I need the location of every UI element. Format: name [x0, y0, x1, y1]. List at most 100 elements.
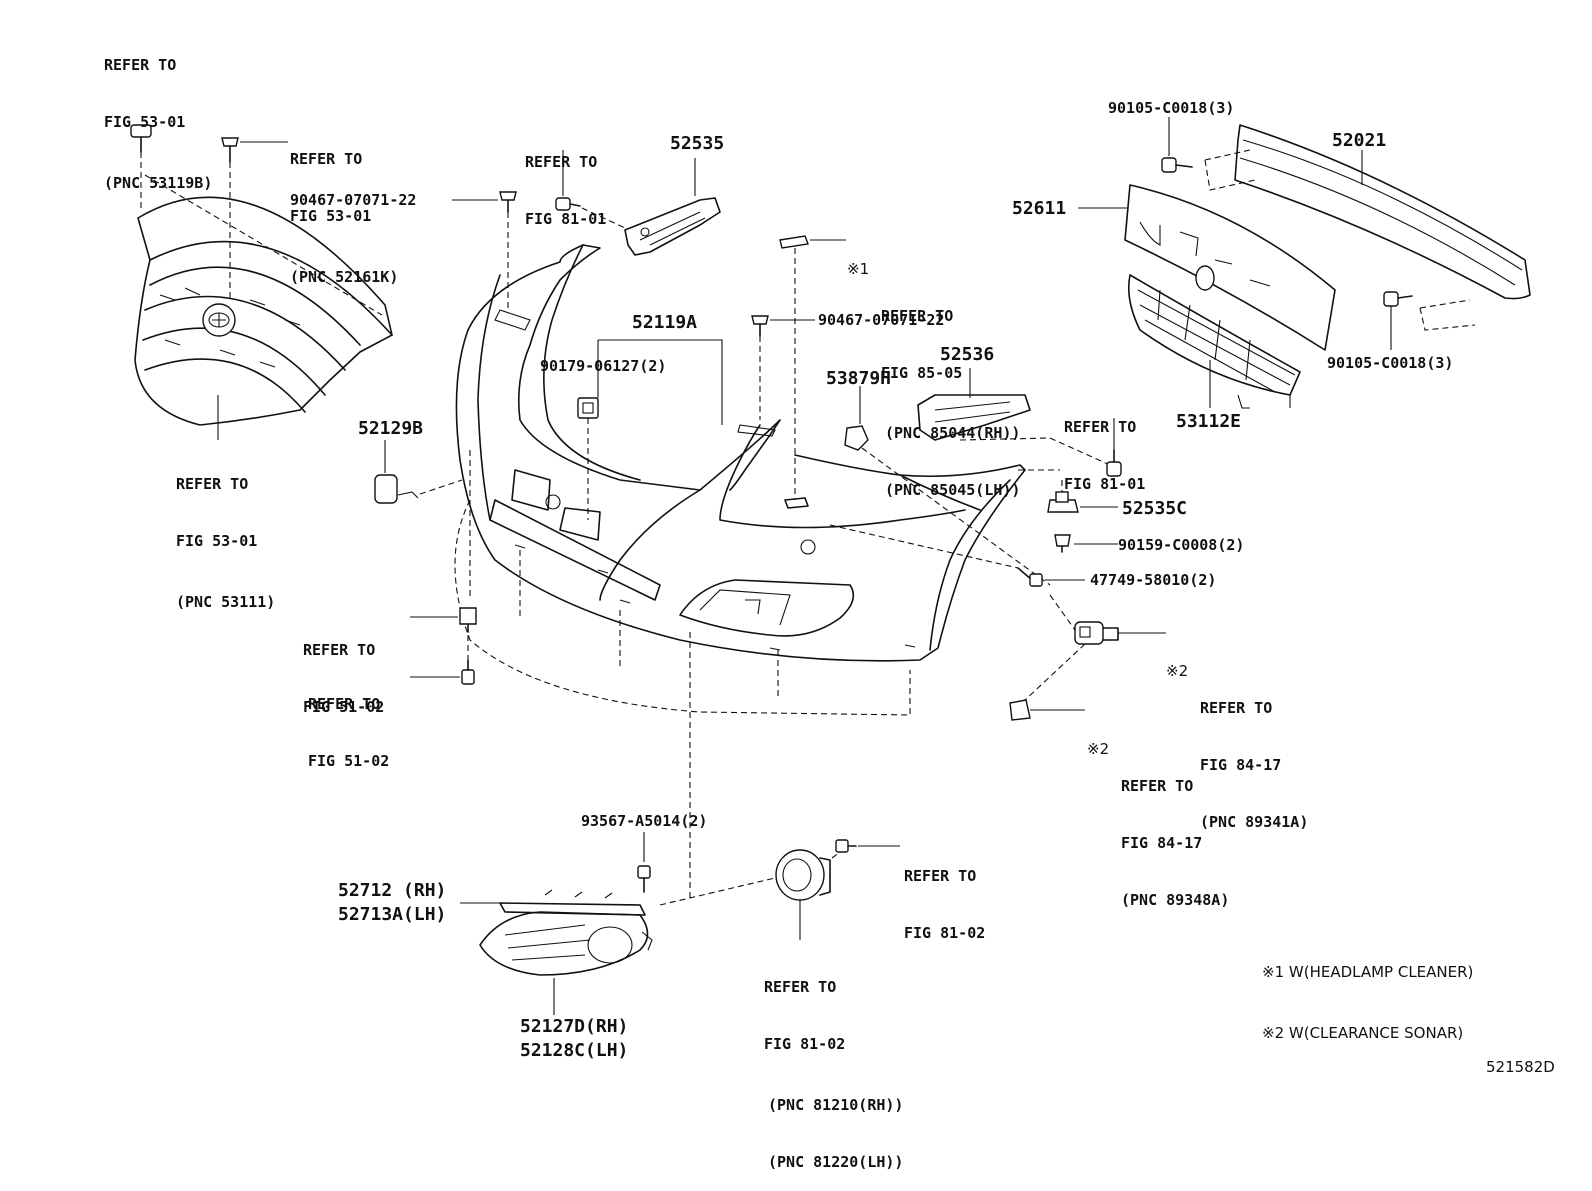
- label-52611: 52611: [1012, 198, 1067, 219]
- fog-lamp-bezel-52127D: [479, 911, 653, 976]
- label-refer-84-17-b: ※2 REFER TO FIG 84-17 (PNC 89348A): [1087, 682, 1229, 967]
- label-52712: 52712 (RH): [338, 880, 447, 901]
- label-refer-81-01-top: REFER TO FIG 81-01: [525, 115, 606, 248]
- label-line: REFER TO: [290, 150, 363, 168]
- label-52021: 52021: [1332, 130, 1387, 151]
- label-90179: 90179-06127(2): [540, 357, 667, 375]
- radiator-grille: [134, 196, 393, 426]
- retainer-52535C: [1018, 469, 1079, 513]
- front-bumper-cover: [455, 244, 1026, 662]
- label-line: REFER TO: [525, 153, 598, 171]
- lower-grille-53112E: [1127, 274, 1301, 409]
- clip-51-02-a: [459, 607, 477, 633]
- label-line: REFER TO: [1121, 777, 1194, 795]
- label-52127D: 52127D(RH): [520, 1016, 629, 1037]
- sonar-sensor-89341A: [1024, 594, 1119, 701]
- label-line: FIG 81-02: [764, 1035, 846, 1053]
- screw-93567: [637, 865, 651, 893]
- label-52713A: 52713A(LH): [338, 904, 447, 925]
- screw-47749: [829, 524, 1043, 587]
- label-line: REFER TO: [1064, 418, 1137, 436]
- legend-item-2: ※2 W(CLEARANCE SONAR): [1262, 1024, 1464, 1042]
- label-90105-bottom: 90105-C0018(3): [1327, 354, 1454, 372]
- label-refer-53-01-grille: REFER TO FIG 53-01 (PNC 53111): [176, 437, 275, 631]
- label-refer-85-05: ※1 REFER TO FIG 85-05 (PNC 85044(RH)) (P…: [847, 212, 1020, 557]
- bracket-52536: [917, 394, 1111, 466]
- label-line: REFER TO: [303, 641, 376, 659]
- bolt-90105-bottom: [1383, 291, 1413, 307]
- label-line: FIG 53-01: [290, 207, 372, 225]
- clip-90467-a: [499, 191, 517, 310]
- figure-id: 521582D: [1486, 1058, 1555, 1076]
- label-line: (PNC 89341A): [1200, 813, 1309, 831]
- bolt-90105-top: [1161, 157, 1193, 173]
- label-52535: 52535: [670, 133, 725, 154]
- bracket-screw-left: [555, 197, 626, 229]
- reinforcement-52021: [1204, 124, 1531, 331]
- garnish-52712: [499, 889, 646, 916]
- label-90105-top: 90105-C0018(3): [1108, 99, 1235, 117]
- label-52129B: 52129B: [358, 418, 424, 439]
- label-refer-81-02-bottom: REFER TO FIG 81-02 (PNC 81210(RH)) (PNC …: [764, 940, 903, 1191]
- sonar-sensor-89348A: [1009, 699, 1031, 721]
- label-line: REFER TO: [904, 867, 977, 885]
- parts-diagram: REFER TO FIG 53-01 (PNC 53119B) REFER TO…: [104, 18, 1555, 1171]
- note2-mark: ※2: [1087, 740, 1110, 758]
- clip-51-02-b: [461, 635, 475, 685]
- label-refer-51-02-b: REFER TO FIG 51-02: [308, 657, 389, 790]
- label-line: FIG 84-17: [1121, 834, 1203, 852]
- label-line: REFER TO: [881, 307, 954, 325]
- label-52535C: 52535C: [1122, 498, 1188, 519]
- label-line: REFER TO: [1200, 699, 1273, 717]
- label-line: FIG 84-17: [1200, 756, 1282, 774]
- label-90467-b: 90467-07071-22: [818, 311, 945, 329]
- nut-90179: [577, 397, 599, 520]
- label-refer-53-01-mid: REFER TO FIG 53-01 (PNC 52161K): [290, 112, 398, 306]
- bracket-screw-right: [1106, 449, 1122, 477]
- fog-lamp-screw: [831, 839, 857, 859]
- label-line: (PNC 89348A): [1121, 891, 1230, 909]
- retainer-53879H: [844, 425, 1051, 586]
- label-line: REFER TO: [308, 695, 381, 713]
- label-line: FIG 81-01: [525, 210, 607, 228]
- label-line: FIG 81-02: [904, 924, 986, 942]
- label-refer-81-01-right: REFER TO FIG 81-01: [1064, 380, 1145, 513]
- clip-90467-b: [751, 315, 769, 420]
- label-52128C: 52128C(LH): [520, 1040, 629, 1061]
- note2-mark: ※2: [1166, 662, 1189, 680]
- cap-52129B: [374, 474, 463, 504]
- diagram-drawing: [130, 117, 1531, 1015]
- bracket-52535: [624, 197, 721, 256]
- label-line: (PNC 85045(LH)): [885, 481, 1021, 499]
- label-line: FIG 51-02: [308, 752, 390, 770]
- label-line: (PNC 53111): [176, 593, 276, 611]
- label-line: (PNC 81220(LH)): [768, 1153, 904, 1171]
- label-refer-53-01-top: REFER TO FIG 53-01 (PNC 53119B): [104, 18, 212, 212]
- label-90467-a: 90467-07071-22: [290, 191, 417, 209]
- label-line: FIG 81-01: [1064, 475, 1146, 493]
- label-53879H: 53879H: [826, 368, 892, 389]
- fog-lamp: [659, 849, 831, 906]
- label-refer-51-02-a: REFER TO FIG 51-02: [303, 603, 384, 736]
- headlamp-cleaner-cover: [779, 235, 809, 509]
- legend: ※1 W(HEADLAMP CLEANER) ※2 W(CLEARANCE SO…: [1262, 925, 1473, 1062]
- label-93567: 93567-A5014(2): [581, 812, 708, 830]
- label-refer-81-02-right: REFER TO FIG 81-02: [904, 829, 985, 962]
- label-52536: 52536: [940, 344, 995, 365]
- label-line: REFER TO: [764, 978, 837, 996]
- note1-mark: ※1: [847, 260, 870, 278]
- label-line: (PNC 53119B): [104, 174, 213, 192]
- label-line: FIG 51-02: [303, 698, 385, 716]
- grille-screw: [130, 124, 383, 316]
- label-line: FIG 53-01: [104, 113, 186, 131]
- label-refer-84-17-a: ※2 REFER TO FIG 84-17 (PNC 89341A): [1166, 604, 1308, 889]
- label-line: (PNC 85044(RH)): [885, 424, 1021, 442]
- label-line: REFER TO: [104, 56, 177, 74]
- legend-item-1: ※1 W(HEADLAMP CLEANER): [1262, 963, 1474, 981]
- clip-90159: [1054, 534, 1071, 553]
- label-line: (PNC 52161K): [290, 268, 399, 286]
- absorber-52611: [1124, 184, 1336, 351]
- label-47749: 47749-58010(2): [1090, 571, 1217, 589]
- label-line: REFER TO: [176, 475, 249, 493]
- grille-clip: [221, 137, 239, 298]
